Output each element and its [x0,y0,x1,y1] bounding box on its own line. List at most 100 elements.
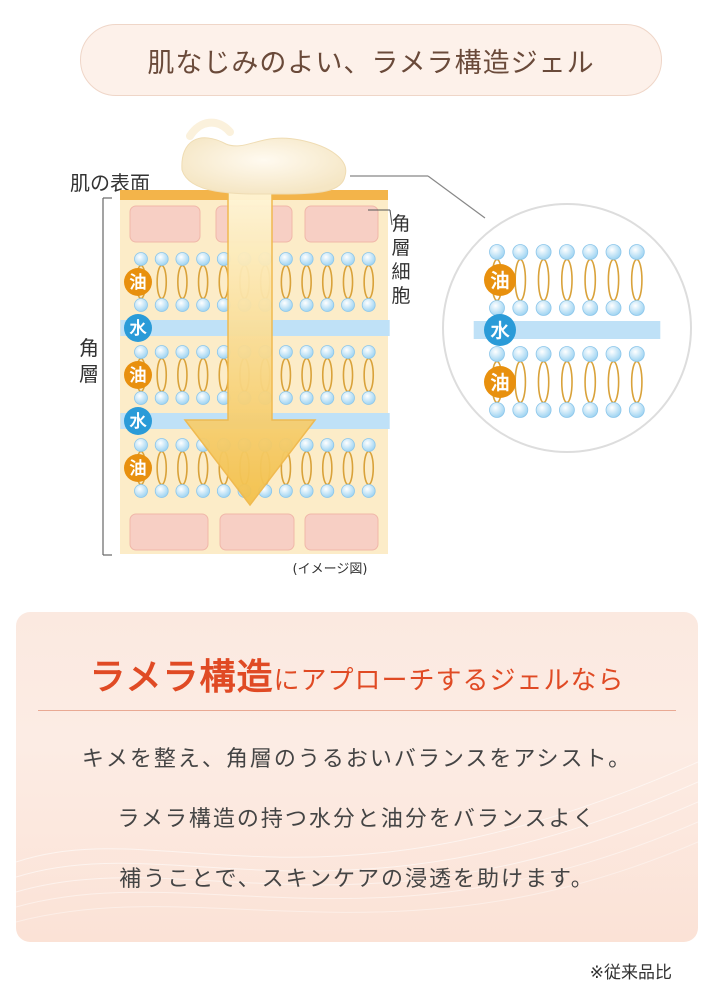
water-badge-icon [484,314,516,346]
oil-badge-label: 油 [130,272,147,293]
zoomed-lamellar-layers: 油水油 [473,244,661,418]
lipid-head [299,484,314,498]
page-title: 肌なじみのよい、ラメラ構造ジェル [147,47,595,79]
lipid-head [134,484,148,498]
water-badge-label: 水 [130,411,148,432]
lipid-head [559,244,575,260]
callout-heading-strong: ラメラ構造 [89,657,274,698]
oil-badge-label: 油 [130,458,147,479]
gel-drop-icon [181,137,347,195]
penetration-arrow-icon [183,191,317,507]
lipid-head [196,345,211,359]
lipid-head [489,244,505,260]
lipid-head [320,438,335,452]
lipid-head [320,345,335,359]
lipid-head [605,244,622,260]
stratum-corneum-label: 角層 [79,336,99,386]
lipid-head [154,252,169,266]
lipid-head [559,300,575,316]
lipid-head [320,484,335,498]
lipid-head [175,484,190,498]
water-badge-label: 水 [130,318,148,339]
lipid-head [582,244,599,260]
oil-badge-icon [484,264,516,296]
lipid-head [154,484,169,498]
lipid-head [361,391,376,405]
lipid-head [299,252,314,266]
image-caption: (イメージ図) [293,562,368,577]
callout-heading-rest: にアプローチするジェルなら [273,666,625,696]
callout-divider [38,710,676,711]
lipid-head [134,391,148,405]
lipid-head [154,391,169,405]
lipid-head [278,252,293,266]
lipid-head [299,391,314,405]
lipid-head [628,244,645,260]
lipid-head [134,252,148,266]
lipid-head [320,298,335,312]
lipid-head [512,346,529,362]
lipid-head [559,402,575,418]
lipid-head [361,345,376,359]
lipid-head [278,484,293,498]
lipid-head [512,402,529,418]
lipid-head [535,346,552,362]
lipid-head [196,298,211,312]
callout-line: キメを整え、角層のうるおいバランスをアシスト。 [81,747,633,772]
lipid-head [134,345,148,359]
lipid-head [341,252,355,266]
lipid-head [278,298,293,312]
lipid-head [278,391,293,405]
decorative-waves [16,761,698,923]
lipid-head [196,252,211,266]
zoom-connector-line [427,175,486,219]
callout-body: キメを整え、角層のうるおいバランスをアシスト。 ラメラ構造の持つ水分と油分をバラ… [16,730,698,910]
lipid-head [361,438,376,452]
oil-badge-label: 油 [490,270,509,292]
lipid-head [361,252,376,266]
lipid-head [341,438,355,452]
lipid-head [512,300,529,316]
corneocyte-label: 角層細胞 [391,213,410,307]
lipid-head [535,300,552,316]
lipid-head [175,298,190,312]
lipid-head [605,300,622,316]
lipid-head [196,391,211,405]
lipid-head [154,438,169,452]
lipid-head [628,402,645,418]
stratum-corneum-bracket [102,197,112,556]
lipid-head [175,391,190,405]
lipid-head [512,244,529,260]
lipid-head [605,402,622,418]
water-badge-icon [124,407,152,435]
callout-panel: ラメラ構造にアプローチするジェルなら キメを整え、角層のうるおいバランスをアシス… [16,612,698,942]
lipid-head [582,300,599,316]
lipid-head [299,345,314,359]
lipid-head [175,438,190,452]
oil-badge-icon [124,268,152,296]
lipid-head [628,300,645,316]
lipid-head [320,391,335,405]
lipid-head [341,391,355,405]
lipid-head [134,438,148,452]
oil-badge-icon [484,366,516,398]
lipid-head [489,402,505,418]
lipid-head [175,345,190,359]
lipid-head [299,438,314,452]
callout-line: ラメラ構造の持つ水分と油分をバランスよく [117,807,597,832]
lipid-head [535,402,552,418]
lipid-head [278,345,293,359]
oil-badge-icon [124,454,152,482]
callout-heading: ラメラ構造にアプローチするジェルなら [16,648,698,700]
lipid-head [196,484,211,498]
lipid-head [361,298,376,312]
lipid-head [628,346,645,362]
water-badge-icon [124,314,152,342]
lipid-head [154,298,169,312]
lipid-head [154,345,169,359]
oil-badge-label: 油 [490,372,509,394]
water-layer-band [473,321,661,339]
lipid-head [320,252,335,266]
title-banner: 肌なじみのよい、ラメラ構造ジェル [80,24,662,96]
callout-line: 補うことで、スキンケアの浸透を助けます。 [119,867,595,892]
